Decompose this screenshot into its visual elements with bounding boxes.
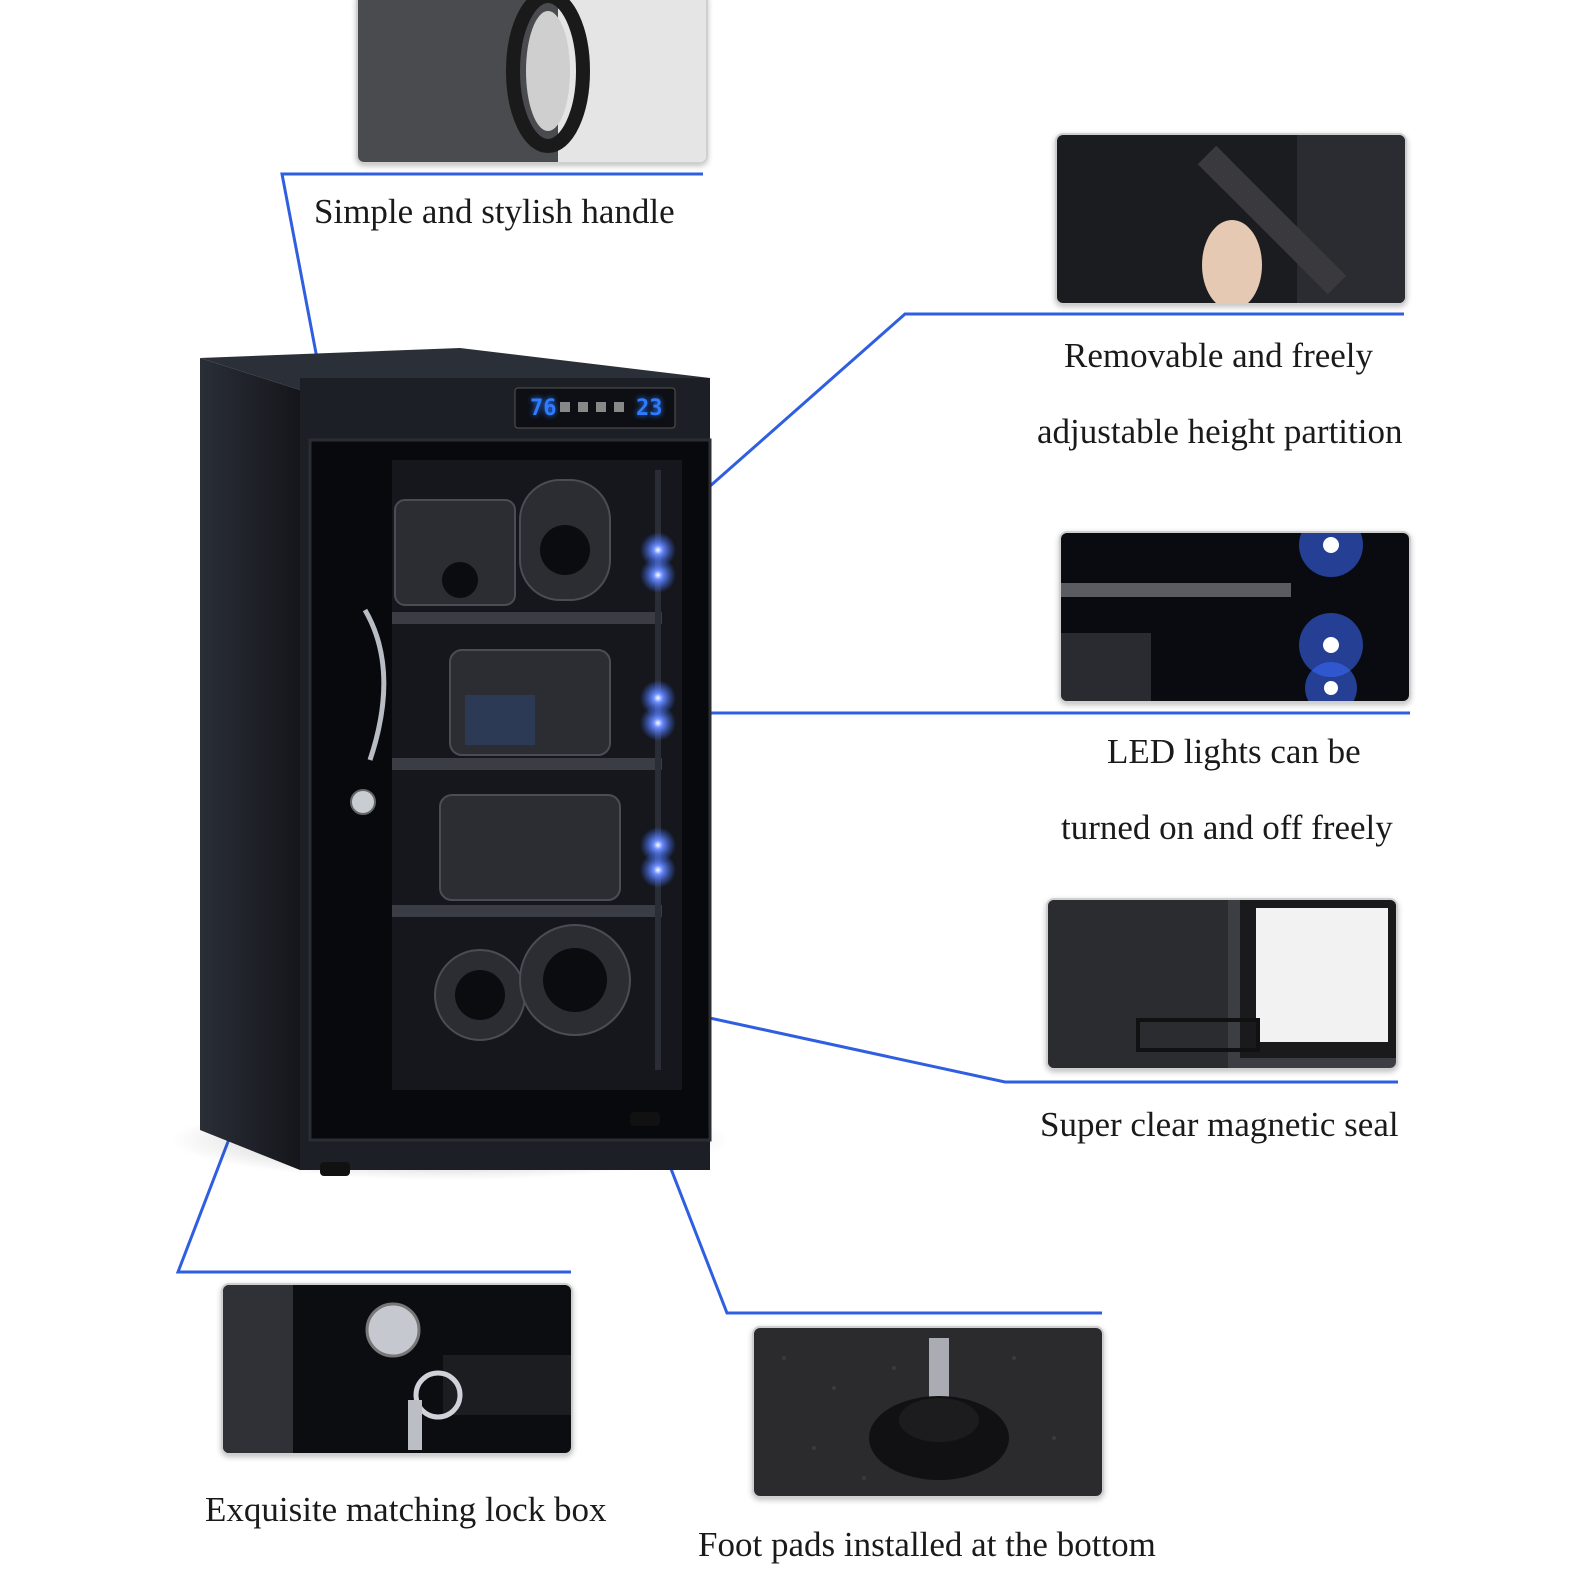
handle-thumbnail [356,0,708,164]
foot-pad [320,1162,350,1176]
lock-caption: Exquisite matching lock box [205,1490,607,1529]
control-panel [514,387,676,429]
led-caption-line2: turned on and off freely [1061,808,1393,847]
shelf [392,905,662,917]
door-handle [362,608,387,761]
shelf [392,758,662,770]
button-icon [596,402,606,412]
camera-icon [394,499,516,606]
lock-thumbnail [221,1283,573,1455]
foot-thumbnail [752,1326,1104,1498]
button-icon [614,402,624,412]
humidity-readout: 76 [530,396,557,421]
dry-cabinet-illustration: 76 23 [160,340,740,1200]
led-glow-group [640,532,676,888]
camera-icon [439,794,621,901]
button-icon [560,402,570,412]
shelf [392,612,662,624]
handle-caption: Simple and stylish handle [314,192,675,231]
seal-caption: Super clear magnetic seal [1040,1105,1399,1144]
lock-cylinder [350,789,376,815]
led-thumbnail [1059,531,1411,703]
led-strip [655,470,661,1070]
partition-caption-line1: Removable and freely [1064,336,1374,375]
partition-thumbnail [1055,133,1407,305]
led-caption-line1: LED lights can be [1107,732,1361,771]
seal-thumbnail [1046,898,1398,1070]
foot-pad [630,1112,660,1126]
temperature-readout: 23 [636,396,663,421]
foot-caption: Foot pads installed at the bottom [698,1525,1156,1564]
button-icon [578,402,588,412]
partition-caption-line2: adjustable height partition [1037,412,1403,451]
